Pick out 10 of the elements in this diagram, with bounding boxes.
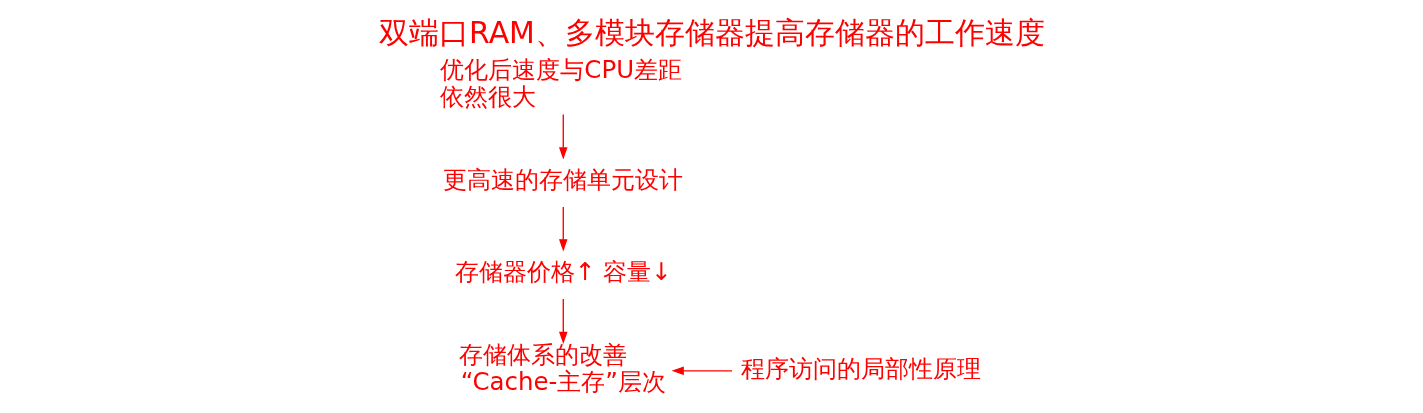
arrow [671,366,733,376]
arrow [558,298,568,344]
node-text: 更高速的存储单元设计 [442,165,683,195]
diagram-title: 双端口RAM、多模块存储器提高存储器的工作速度 [378,14,1045,50]
node-text: 优化后速度与CPU差距依然很大 [439,55,682,112]
node-text: 存储器价格↑ 容量↓ [454,257,672,287]
arrow [558,206,568,252]
node-text: 存储体系的改善 “Cache-主存”层次 [458,340,666,397]
arrow [558,113,568,160]
node-text: 程序访问的局部性原理 [740,353,981,383]
